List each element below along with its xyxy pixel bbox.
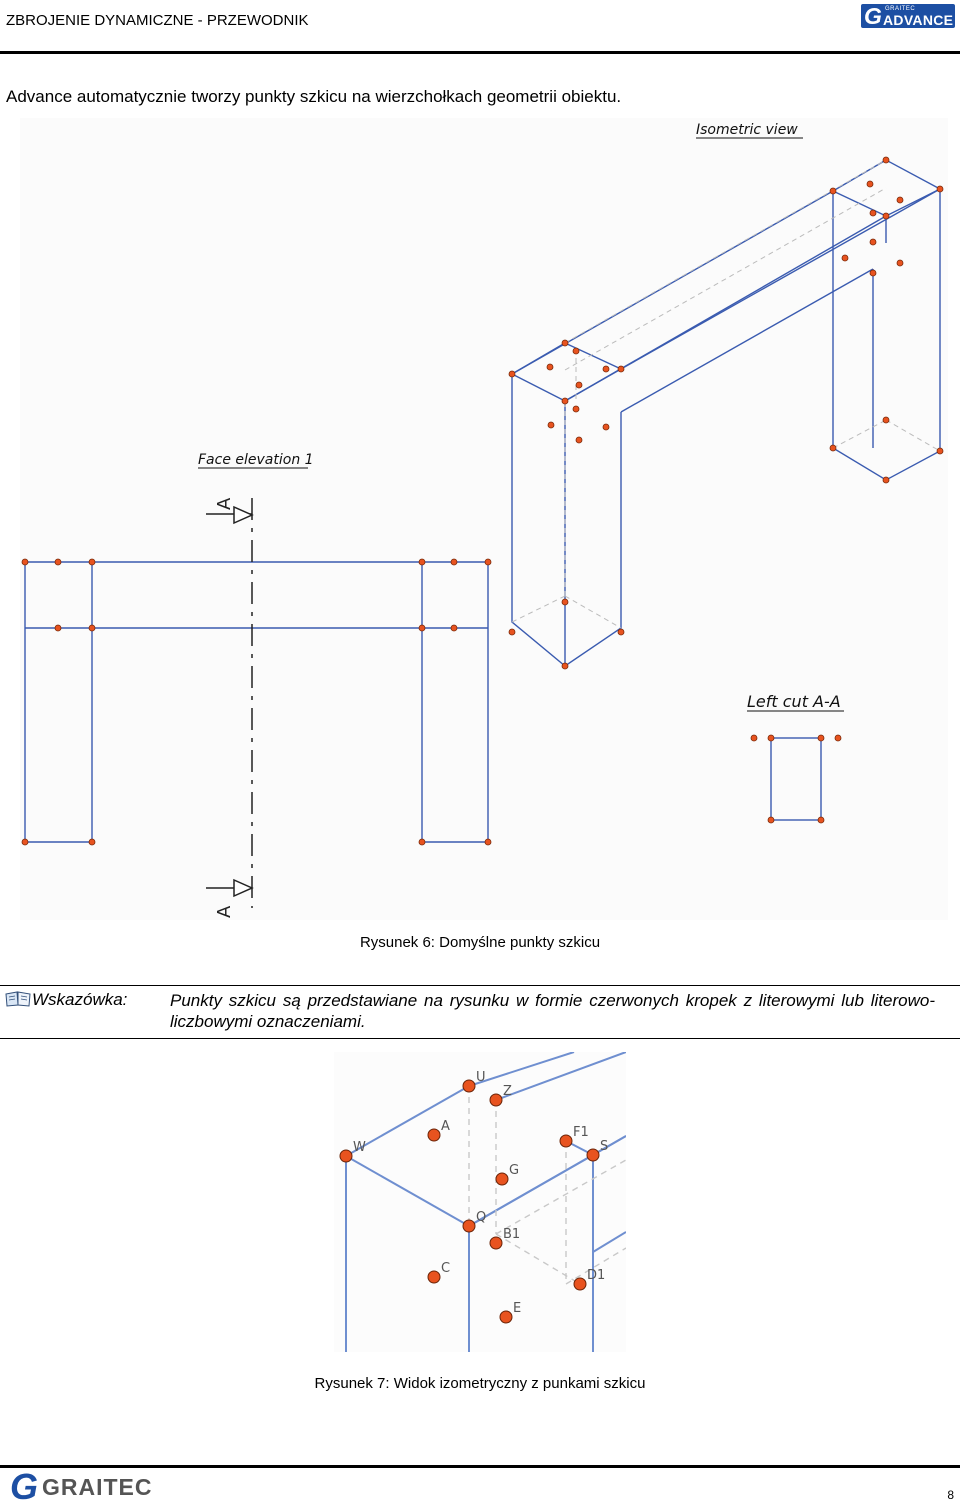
sketch-point-label-g: G bbox=[509, 1163, 519, 1178]
left-cut-label: Left cut A-A bbox=[747, 692, 841, 711]
sketch-point-w bbox=[339, 1149, 353, 1163]
sketch-point-label-s: S bbox=[600, 1139, 608, 1154]
logo-big-text: ADVANCE bbox=[883, 12, 954, 28]
intro-text: Advance automatycznie tworzy punkty szki… bbox=[6, 87, 622, 106]
sketch-point-label-a: A bbox=[441, 1119, 450, 1134]
figure-6-sketch-points bbox=[21, 156, 944, 846]
sketch-point-s bbox=[586, 1148, 600, 1162]
sketch-point-e bbox=[499, 1310, 513, 1324]
sketch-point-label-u: U bbox=[476, 1070, 486, 1085]
face-elevation-label: Face elevation 1 bbox=[198, 452, 314, 468]
tip-label: Wskazówka: bbox=[32, 990, 128, 1009]
sketch-point-label-d1: D1 bbox=[587, 1268, 605, 1283]
document-header-title: ZBROJENIE DYNAMICZNE - PRZEWODNIK bbox=[6, 12, 309, 29]
footer-rule bbox=[0, 1465, 960, 1468]
hint-book-icon bbox=[5, 991, 31, 1012]
isometric-view-label: Isometric view bbox=[696, 122, 798, 138]
sketch-point-u bbox=[462, 1079, 476, 1093]
figure-7-sketch-points: U Z W A F1S G Q B1C D1E bbox=[339, 1070, 608, 1324]
sketch-point-g bbox=[495, 1172, 509, 1186]
sketch-point-label-e: E bbox=[513, 1301, 521, 1316]
sketch-point-label-b1: B1 bbox=[503, 1227, 520, 1242]
sketch-point-label-z: Z bbox=[503, 1084, 512, 1099]
sketch-point-label-c: C bbox=[441, 1261, 450, 1276]
section-a-bottom-label: A bbox=[214, 905, 235, 918]
sketch-point-label-w: W bbox=[353, 1140, 366, 1155]
sketch-point-b1 bbox=[489, 1236, 503, 1250]
sketch-point-label-q: Q bbox=[476, 1210, 486, 1225]
section-a-top-label: A bbox=[214, 497, 235, 510]
figure-6-drawing: A A Isometric view Face elevation 1 Left… bbox=[21, 122, 944, 918]
sketch-point-c bbox=[427, 1270, 441, 1284]
figure-6: A A Isometric view Face elevation 1 Left… bbox=[20, 118, 948, 920]
graitec-advance-logo: G GRAITEC ADVANCE bbox=[861, 3, 955, 29]
graitec-g-icon: G bbox=[864, 3, 882, 29]
figure-7-drawing: U Z W A F1S G Q B1C D1E bbox=[339, 1051, 627, 1352]
sketch-point-f1 bbox=[559, 1134, 573, 1148]
footer-logo-text: GRAITEC bbox=[42, 1474, 153, 1500]
sketch-point-q bbox=[462, 1219, 476, 1233]
header-rule bbox=[0, 51, 960, 54]
tip-text: Punkty szkicu są przedstawiane na rysunk… bbox=[170, 991, 935, 1031]
page-number: 8 bbox=[947, 1488, 954, 1502]
tip-bottom-rule bbox=[0, 1038, 960, 1039]
figure-7-caption: Rysunek 7: Widok izometryczny z punkami … bbox=[314, 1375, 646, 1392]
sketch-point-z bbox=[489, 1093, 503, 1107]
sketch-point-a bbox=[427, 1128, 441, 1142]
sketch-point-label-f1: F1 bbox=[573, 1125, 589, 1140]
logo-small-text: GRAITEC bbox=[885, 6, 916, 12]
graitec-g-icon: G bbox=[10, 1466, 39, 1507]
sketch-point-d1 bbox=[573, 1277, 587, 1291]
figure-6-caption: Rysunek 6: Domyślne punkty szkicu bbox=[359, 934, 601, 951]
tip-top-rule bbox=[0, 985, 960, 986]
